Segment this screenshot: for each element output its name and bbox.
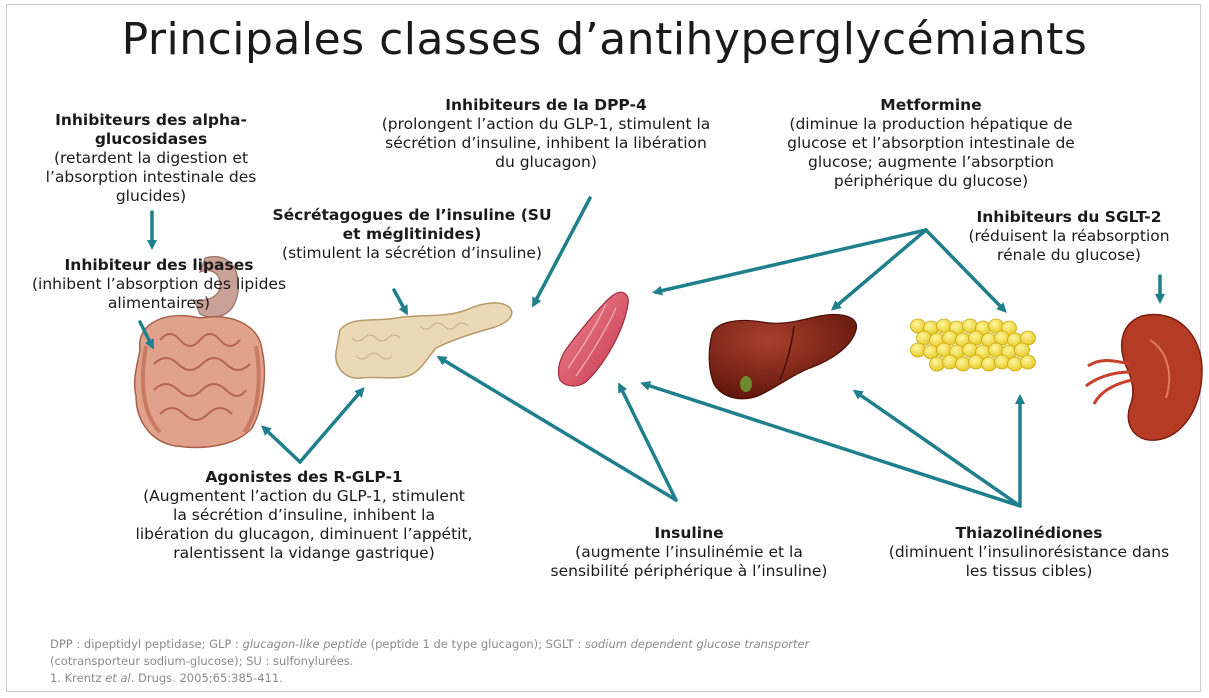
kidney-illustration [1086, 315, 1202, 441]
footnote-text: DPP : dipeptidyl peptidase; GLP : [50, 637, 243, 651]
footnote-text: (peptide 1 de type glucagon); SGLT : [367, 637, 585, 651]
label-sglt2-head: Inhibiteurs du SGLT-2 [944, 208, 1194, 227]
label-sglt2: Inhibiteurs du SGLT-2 (réduisent la réab… [944, 208, 1194, 265]
liver-illustration [709, 315, 856, 399]
label-secretagogues: Sécrétagogues de l’insuline (SU et mégli… [262, 206, 562, 263]
label-tzd-desc: (diminuent l’insulinorésistance dans les… [876, 543, 1182, 581]
fat-cell [930, 357, 945, 371]
label-tzd: Thiazolinédiones (diminuent l’insulinoré… [876, 524, 1182, 581]
label-alpha-head: Inhibiteurs des alpha-glucosidases [20, 111, 282, 149]
fat-cell [956, 357, 971, 371]
pancreas-illustration [336, 303, 512, 378]
muscle-illustration [558, 292, 628, 386]
label-lipases-desc: (inhibent l’absorption des lipides alime… [28, 275, 290, 313]
footnote-reference: 1. Krentz et al. Drugs. 2005;65:385-411. [50, 670, 1170, 687]
reference-text: 1. Krentz [50, 671, 105, 685]
label-metformine-desc: (diminue la production hépatique de gluc… [762, 115, 1100, 191]
fat-cell [943, 355, 958, 369]
label-glp1: Agonistes des R-GLP-1 (Augmentent l’acti… [134, 468, 474, 563]
label-alpha-glucosidases: Inhibiteurs des alpha-glucosidases (reta… [20, 111, 282, 206]
label-insuline: Insuline (augmente l’insulinémie et la s… [548, 524, 830, 581]
label-metformine: Metformine (diminue la production hépati… [762, 96, 1100, 191]
arrow-glp1-to-intestine [264, 428, 300, 462]
reference-text: . Drugs. 2005;65:385-411. [131, 671, 283, 685]
footnote-line-2: (cotransporteur sodium-glucose); SU : su… [50, 653, 1170, 670]
arrow-metformine-to-muscle [656, 230, 926, 292]
page-title: Principales classes d’antihyperglycémian… [0, 14, 1209, 65]
label-glp1-head: Agonistes des R-GLP-1 [134, 468, 474, 487]
label-insuline-desc: (augmente l’insulinémie et la sensibilit… [548, 543, 830, 581]
label-dpp4-head: Inhibiteurs de la DPP-4 [376, 96, 716, 115]
label-lipases-head: Inhibiteur des lipases [28, 256, 290, 275]
fat-cell [995, 355, 1010, 369]
label-tzd-head: Thiazolinédiones [876, 524, 1182, 543]
footnote: DPP : dipeptidyl peptidase; GLP : glucag… [50, 636, 1170, 687]
label-sglt2-desc: (réduisent la réabsorption rénale du glu… [944, 227, 1194, 265]
arrow-tzd-to-liver [856, 392, 1020, 506]
footnote-italic: glucagon-like peptide [243, 637, 367, 651]
fat-cell [911, 343, 926, 357]
label-metformine-head: Metformine [762, 96, 1100, 115]
label-secretagogues-head: Sécrétagogues de l’insuline (SU et mégli… [262, 206, 562, 244]
label-lipases: Inhibiteur des lipases (inhibent l’absor… [28, 256, 290, 313]
fat-cell [1008, 357, 1023, 371]
fat-cell [969, 355, 984, 369]
footnote-italic: sodium dependent glucose transporter [585, 637, 809, 651]
fat-cell [982, 357, 997, 371]
label-insuline-head: Insuline [548, 524, 830, 543]
label-alpha-desc: (retardent la digestion et l’absorption … [20, 149, 282, 206]
reference-italic: et al [105, 671, 130, 685]
arrow-tzd-to-muscle [644, 384, 1020, 506]
label-secretagogues-desc: (stimulent la sécrétion d’insuline) [262, 244, 562, 263]
label-glp1-desc: (Augmentent l’action du GLP-1, stimulent… [134, 487, 474, 563]
arrow-glp1-to-pancreas [300, 390, 362, 462]
label-dpp4-desc: (prolongent l’action du GLP-1, stimulent… [376, 115, 716, 172]
footnote-line-1: DPP : dipeptidyl peptidase; GLP : glucag… [50, 636, 1170, 653]
fat-cell [1021, 355, 1036, 369]
label-dpp4: Inhibiteurs de la DPP-4 (prolongent l’ac… [376, 96, 716, 172]
arrow-secretagogues-to-pancreas [394, 290, 406, 312]
adipose-tissue-illustration [911, 319, 1036, 371]
